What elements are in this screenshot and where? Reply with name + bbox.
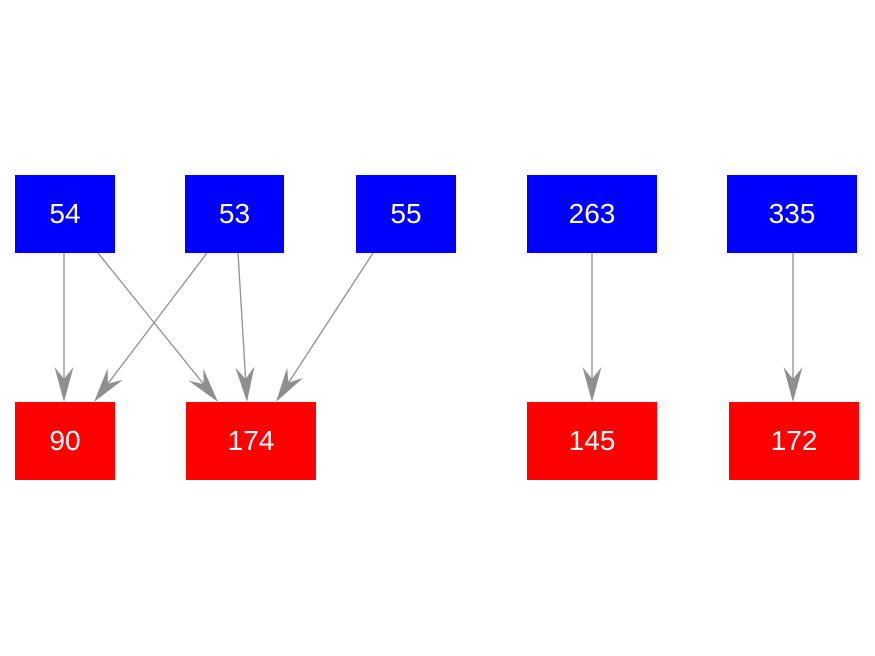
arrowhead-icon bbox=[94, 368, 123, 402]
edge-54-to-174 bbox=[97, 252, 205, 385]
arrowhead-icon bbox=[54, 367, 74, 402]
node-335: 335 bbox=[727, 175, 857, 253]
node-172: 172 bbox=[729, 402, 859, 480]
node-54: 54 bbox=[15, 175, 115, 253]
node-label: 335 bbox=[768, 198, 816, 229]
node-263: 263 bbox=[527, 175, 657, 253]
node-53: 53 bbox=[185, 175, 284, 253]
arrowhead-icon bbox=[235, 366, 255, 402]
node-label: 172 bbox=[770, 425, 818, 456]
node-label: 55 bbox=[390, 198, 422, 229]
node-label: 145 bbox=[568, 425, 616, 456]
arrowhead-icon bbox=[783, 367, 803, 402]
arrowhead-icon bbox=[276, 367, 304, 402]
node-174: 174 bbox=[186, 402, 316, 480]
node-label: 90 bbox=[49, 425, 81, 456]
edge-53-to-90 bbox=[107, 252, 208, 385]
node-label: 263 bbox=[568, 198, 616, 229]
node-55: 55 bbox=[356, 175, 456, 253]
edge-53-to-174 bbox=[237, 252, 247, 380]
node-145: 145 bbox=[527, 402, 657, 480]
node-label: 174 bbox=[227, 425, 275, 456]
node-label: 53 bbox=[218, 198, 251, 229]
arrowhead-icon bbox=[188, 368, 218, 402]
edge-55-to-174 bbox=[288, 252, 374, 384]
node-label: 54 bbox=[49, 198, 81, 229]
node-90: 90 bbox=[15, 402, 115, 480]
arrowhead-icon bbox=[582, 367, 602, 402]
